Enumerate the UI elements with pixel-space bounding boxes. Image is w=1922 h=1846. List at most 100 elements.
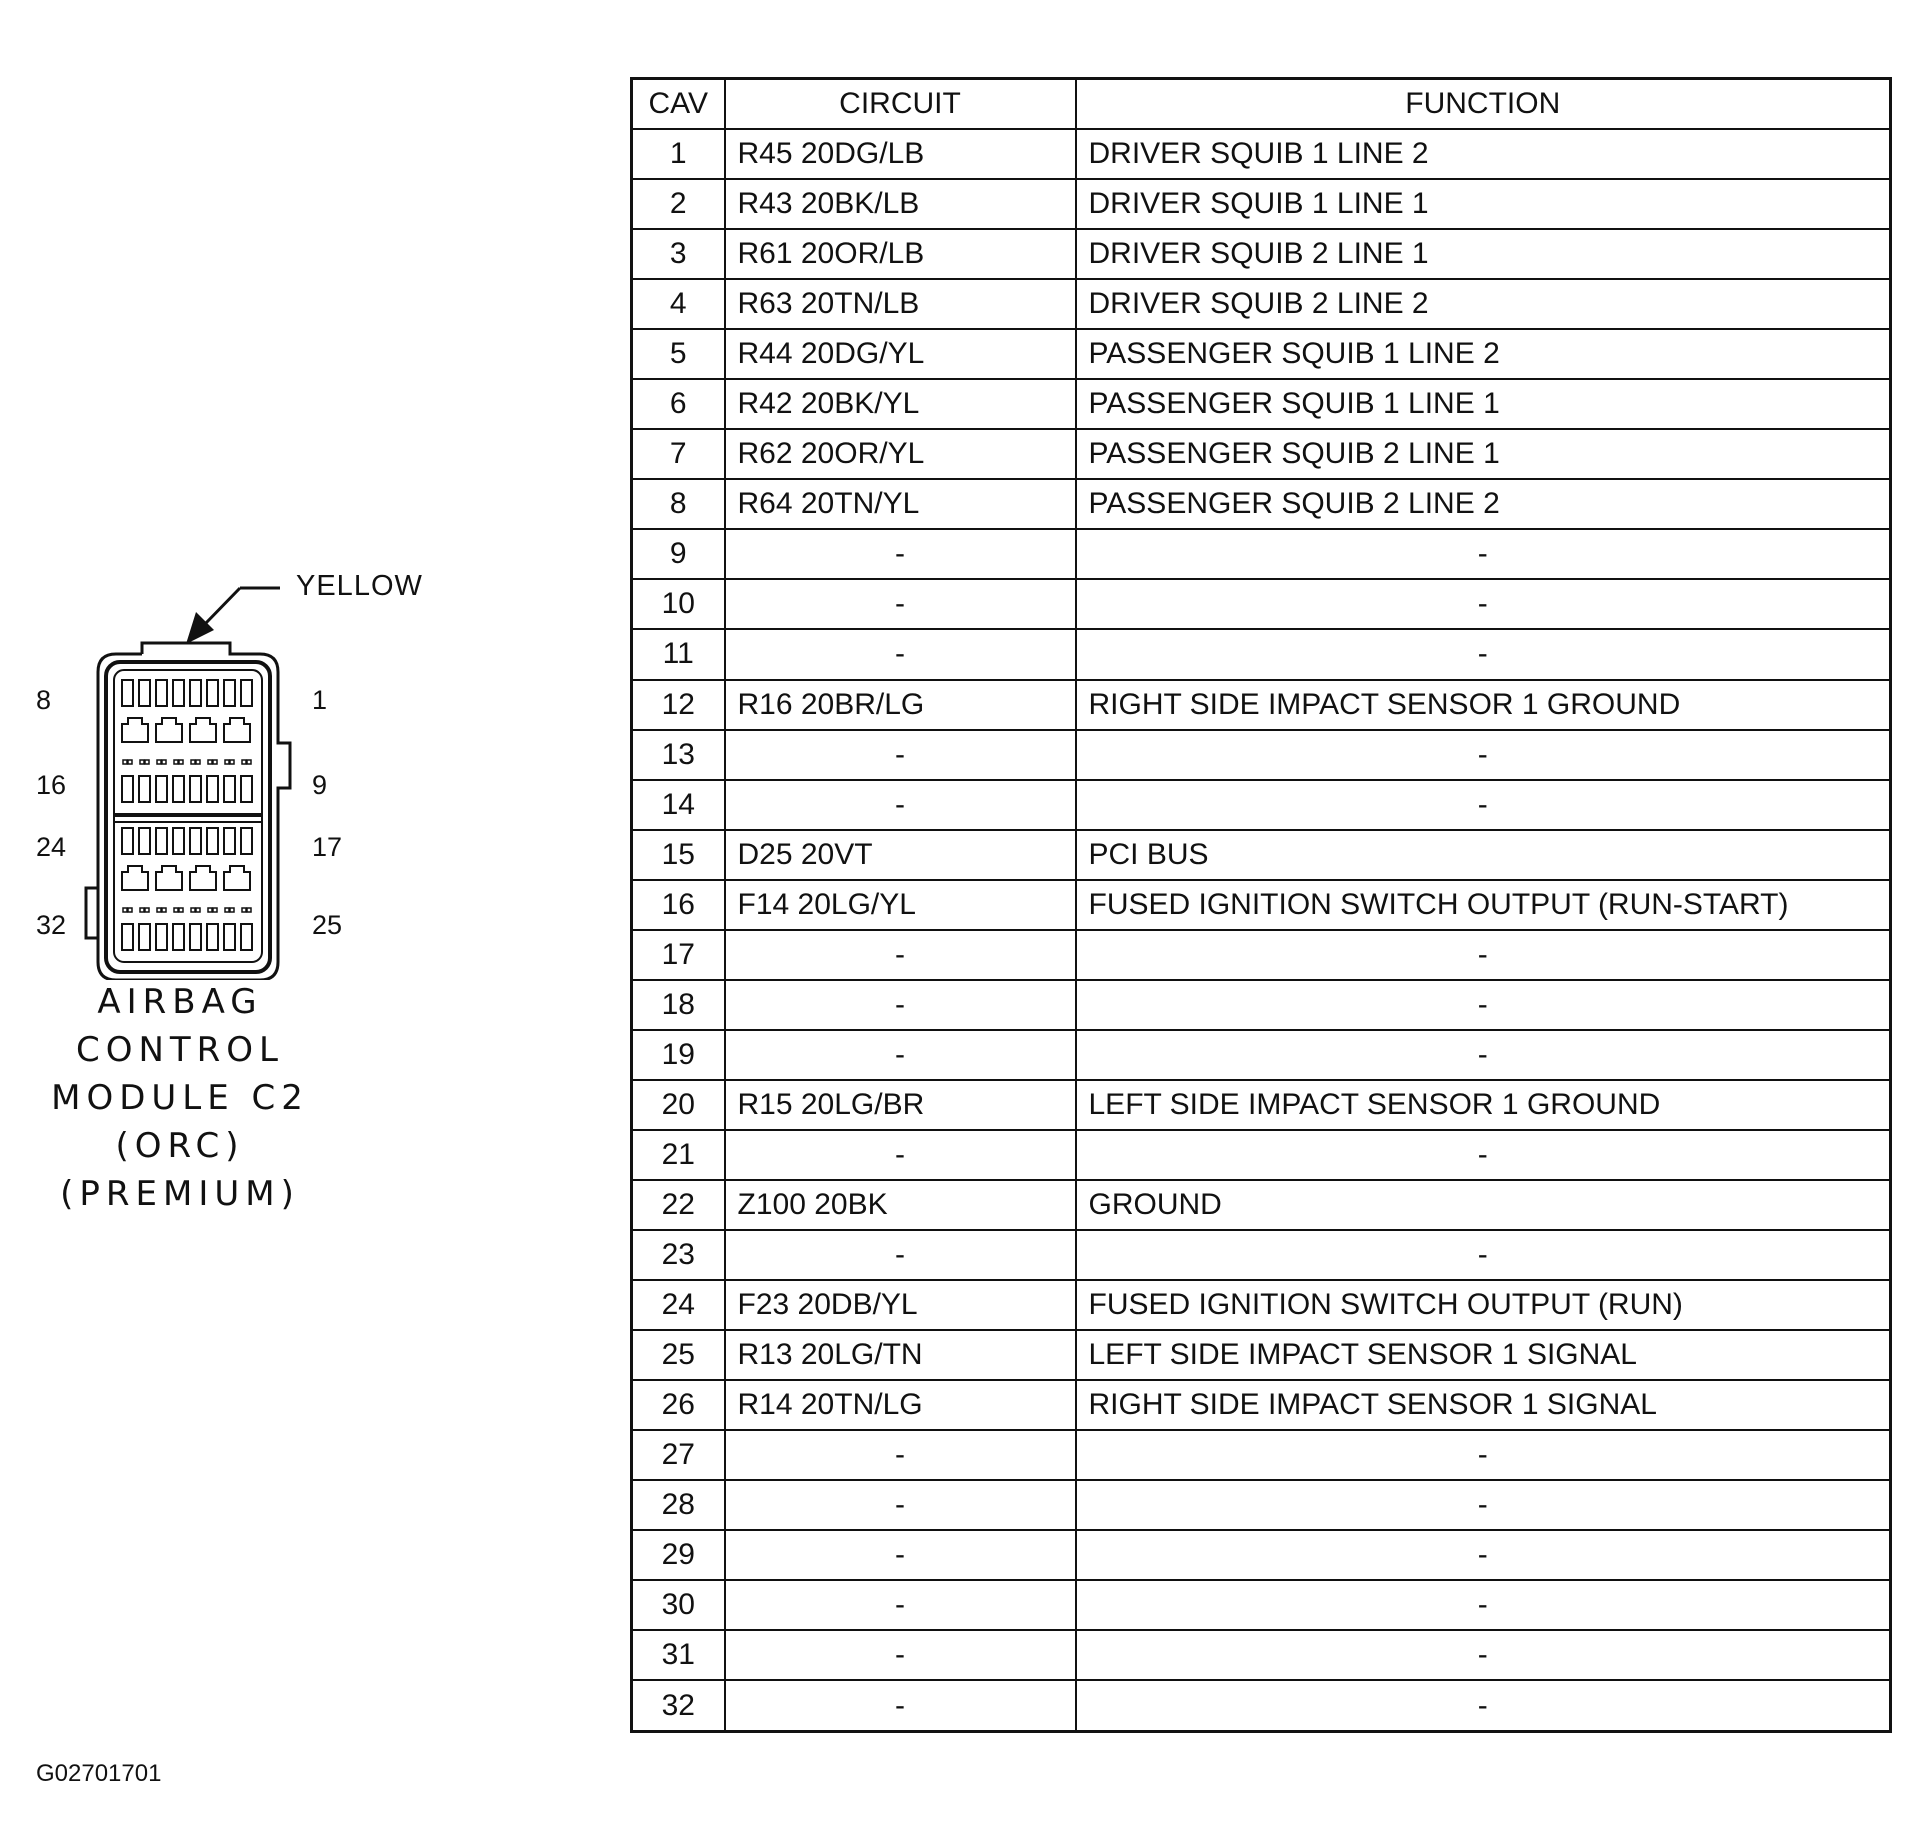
cav-cell: 8 bbox=[630, 478, 726, 531]
circuit-cell: R16 20BR/LG bbox=[723, 678, 1077, 731]
pin-label-1: 1 bbox=[312, 685, 328, 715]
terminal-cavity bbox=[172, 827, 185, 855]
function-cell: GROUND bbox=[1074, 1178, 1892, 1232]
table-row: 10-- bbox=[630, 578, 1892, 631]
connector-housing bbox=[84, 641, 292, 980]
function-cell: DRIVER SQUIB 1 LINE 2 bbox=[1074, 127, 1892, 181]
terminal-cavity bbox=[223, 827, 236, 855]
function-cell: - bbox=[1074, 628, 1892, 681]
terminal-lock bbox=[155, 865, 183, 891]
terminal-cavity bbox=[240, 775, 253, 803]
circuit-cell: - bbox=[723, 728, 1077, 781]
circuit-cell: - bbox=[723, 1679, 1077, 1733]
terminal-lock bbox=[121, 717, 149, 743]
table-row: 28-- bbox=[630, 1479, 1892, 1532]
cav-cell: 9 bbox=[630, 528, 726, 581]
cav-cell: 19 bbox=[630, 1028, 726, 1081]
terminal-lock bbox=[189, 865, 217, 891]
table-row: 13-- bbox=[630, 728, 1892, 781]
cav-cell: 27 bbox=[630, 1429, 726, 1482]
terminal-cavity bbox=[223, 679, 236, 707]
caption-line: AIRBAG bbox=[97, 982, 263, 1022]
function-cell: DRIVER SQUIB 1 LINE 1 bbox=[1074, 178, 1892, 231]
circuit-cell: F23 20DB/YL bbox=[723, 1279, 1077, 1332]
terminal-cavity bbox=[121, 679, 134, 707]
circuit-cell: R61 20OR/LB bbox=[723, 228, 1077, 281]
figure-id: G02701701 bbox=[36, 1760, 162, 1787]
terminal-cavity bbox=[172, 775, 185, 803]
function-cell: PASSENGER SQUIB 1 LINE 1 bbox=[1074, 378, 1892, 431]
terminal-cavity bbox=[178, 907, 184, 913]
terminal-cavity bbox=[173, 759, 179, 765]
circuit-cell: - bbox=[723, 1028, 1077, 1081]
function-cell: - bbox=[1074, 928, 1892, 981]
terminal-cavity bbox=[173, 907, 179, 913]
table-header-row: CAV CIRCUIT FUNCTION bbox=[630, 77, 1892, 130]
pin-label-25: 25 bbox=[312, 910, 343, 940]
cav-cell: 30 bbox=[630, 1579, 726, 1632]
column-header-cav: CAV bbox=[630, 77, 726, 130]
circuit-cell: R45 20DG/LB bbox=[723, 127, 1077, 181]
cav-cell: 15 bbox=[630, 828, 726, 881]
terminal-cavity bbox=[212, 907, 218, 913]
pin-label-32: 32 bbox=[36, 910, 67, 940]
circuit-cell: - bbox=[723, 928, 1077, 981]
pin-label-16: 16 bbox=[36, 770, 67, 800]
terminal-cavity bbox=[206, 827, 219, 855]
function-cell: - bbox=[1074, 1579, 1892, 1632]
terminal-cavity bbox=[155, 679, 168, 707]
function-cell: RIGHT SIDE IMPACT SENSOR 1 GROUND bbox=[1074, 678, 1892, 731]
terminal-cavity bbox=[144, 759, 150, 765]
cav-cell: 16 bbox=[630, 878, 726, 931]
cav-cell: 22 bbox=[630, 1178, 726, 1232]
circuit-cell: R62 20OR/YL bbox=[723, 428, 1077, 481]
terminal-cavity bbox=[190, 759, 196, 765]
cav-cell: 13 bbox=[630, 728, 726, 781]
function-cell: - bbox=[1074, 528, 1892, 581]
function-cell: - bbox=[1074, 1028, 1892, 1081]
terminal-lock bbox=[223, 717, 251, 743]
function-cell: DRIVER SQUIB 2 LINE 2 bbox=[1074, 278, 1892, 331]
column-header-circuit: CIRCUIT bbox=[723, 77, 1077, 130]
table-row: 17-- bbox=[630, 928, 1892, 981]
connector-diagram bbox=[84, 586, 292, 980]
terminal-cavity bbox=[206, 923, 219, 951]
circuit-cell: - bbox=[723, 1579, 1077, 1632]
circuit-cell: - bbox=[723, 1429, 1077, 1482]
function-cell: FUSED IGNITION SWITCH OUTPUT (RUN) bbox=[1074, 1279, 1892, 1332]
terminal-lock bbox=[121, 865, 149, 891]
table-row: 18-- bbox=[630, 978, 1892, 1031]
terminal-cavity bbox=[206, 775, 219, 803]
pin-label-9: 9 bbox=[312, 770, 328, 800]
terminal-cavity bbox=[138, 775, 151, 803]
terminal-cavity bbox=[195, 759, 201, 765]
terminal-cavity bbox=[246, 759, 252, 765]
cav-cell: 5 bbox=[630, 328, 726, 381]
terminal-cavity bbox=[241, 907, 247, 913]
cav-cell: 1 bbox=[630, 127, 726, 181]
terminal-cavity bbox=[127, 759, 133, 765]
terminal-cavity bbox=[161, 759, 167, 765]
function-cell: PASSENGER SQUIB 1 LINE 2 bbox=[1074, 328, 1892, 381]
terminal-cavity bbox=[207, 759, 213, 765]
terminal-cavity bbox=[212, 759, 218, 765]
function-cell: FUSED IGNITION SWITCH OUTPUT (RUN-START) bbox=[1074, 878, 1892, 931]
function-cell: LEFT SIDE IMPACT SENSOR 1 SIGNAL bbox=[1074, 1329, 1892, 1382]
yellow-leader-arrow bbox=[186, 586, 280, 644]
terminal-cavities bbox=[121, 679, 253, 951]
table-row: 30-- bbox=[630, 1579, 1892, 1632]
terminal-cavity bbox=[246, 907, 252, 913]
circuit-cell: R44 20DG/YL bbox=[723, 328, 1077, 381]
terminal-cavity bbox=[240, 679, 253, 707]
table-row: 31-- bbox=[630, 1629, 1892, 1682]
terminal-cavity bbox=[122, 759, 128, 765]
terminal-cavity bbox=[241, 759, 247, 765]
